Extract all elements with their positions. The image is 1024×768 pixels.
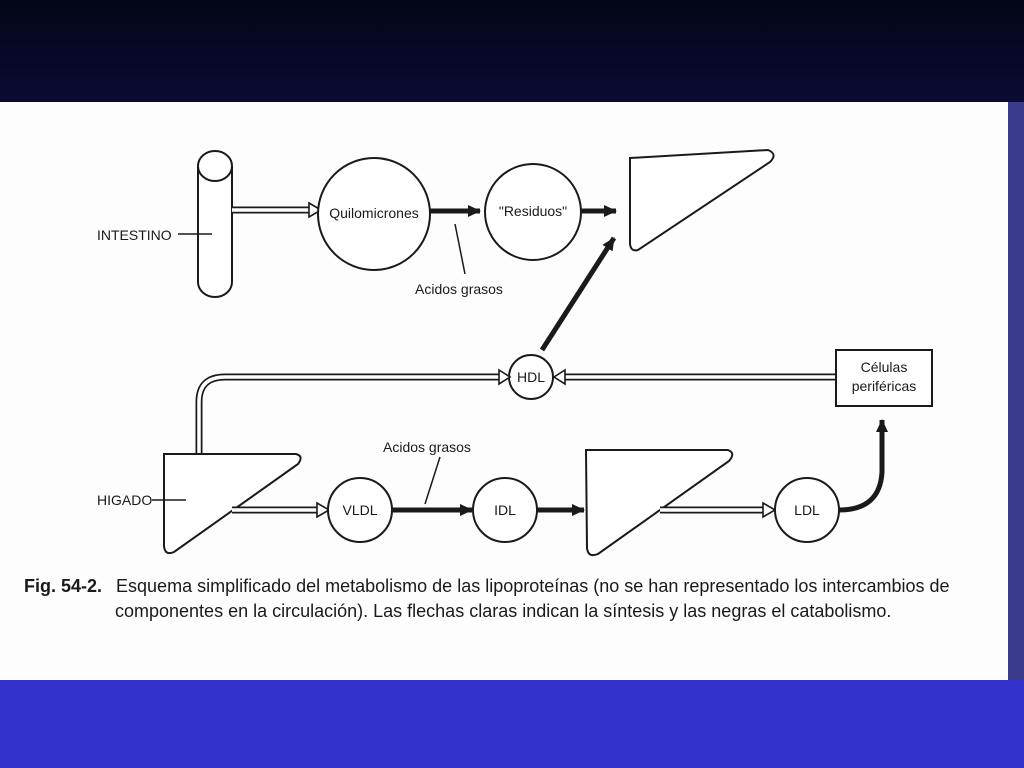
caption-line1: Esquema simplificado del metabolismo de … [116, 576, 950, 596]
synthesis-arrow-higado-ldl [660, 501, 777, 519]
synthesis-arrow-celulas-hdl [552, 368, 835, 386]
quilomicrones-node [317, 157, 431, 271]
celulas-label-line1: Células [861, 359, 908, 375]
idl-label: IDL [494, 502, 516, 518]
slide-bottom-band [0, 680, 1024, 768]
lipoprotein-metabolism-diagram: INTESTINO Quilomicrones "Residuos" Acido… [97, 148, 933, 557]
intestine-cylinder [197, 150, 233, 298]
residuos-label: "Residuos" [499, 203, 567, 219]
vldl-label: VLDL [342, 502, 377, 518]
acidos-grasos-bottom-leader [424, 456, 441, 505]
quilomicrones-label: Quilomicrones [329, 205, 418, 221]
caption-line2: componentes en la circulación). Las flec… [115, 601, 892, 621]
acidos-grasos-bottom-label: Acidos grasos [383, 439, 471, 455]
hdl-label: HDL [517, 369, 545, 385]
synthesis-arrow-higado-hdl [195, 368, 512, 462]
synthesis-arrow-higado-vldl [232, 501, 331, 519]
liver-shape-top [629, 148, 775, 252]
liver-shape-middle [584, 449, 734, 557]
celulas-perifericas-node [835, 349, 933, 407]
figure-caption: Fig. 54-2. Esquema simplificado del metab… [24, 574, 1014, 624]
scanned-figure: INTESTINO Quilomicrones "Residuos" Acido… [0, 102, 1024, 680]
acidos-grasos-top-leader [454, 223, 466, 275]
paper-right-edge [1008, 102, 1024, 680]
synthesis-arrow-intestine-quilomicrones [232, 201, 323, 219]
catabolism-arrow-hdl-higado [539, 236, 617, 352]
liver-shape-bottom [163, 453, 302, 555]
slide-top-band [0, 0, 1024, 102]
ldl-label: LDL [794, 502, 820, 518]
figure-number: Fig. 54-2. [24, 576, 103, 596]
celulas-label-line2: periféricas [852, 378, 917, 394]
catabolism-arrow-ldl-celulas [838, 419, 888, 513]
acidos-grasos-top-label: Acidos grasos [415, 281, 503, 297]
higado-label: HIGADO [97, 492, 152, 508]
intestino-label: INTESTINO [97, 227, 172, 243]
